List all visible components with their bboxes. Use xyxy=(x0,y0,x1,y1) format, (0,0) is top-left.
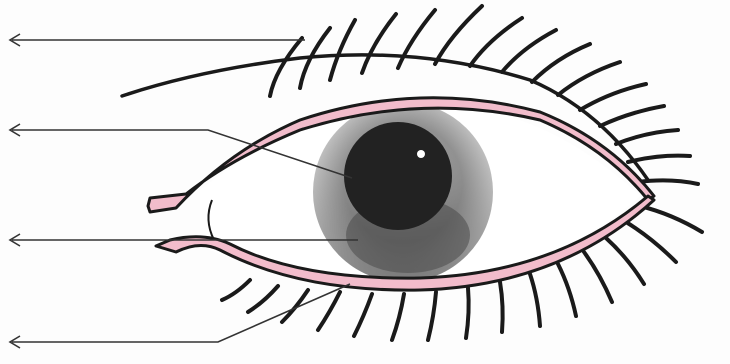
pupil xyxy=(344,122,452,230)
pupil-highlight xyxy=(417,150,425,158)
